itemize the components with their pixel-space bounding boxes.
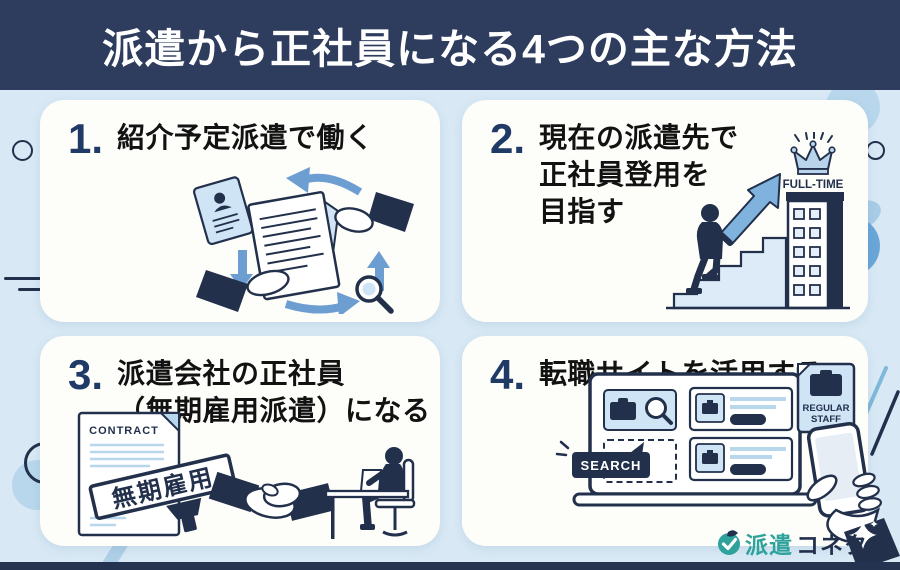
deco-line-left-1: [4, 277, 58, 280]
up-arrow-icon: [719, 173, 781, 245]
resume-card-icon: [192, 176, 254, 246]
job-listing-card-1: [688, 386, 794, 432]
hand-giving-icon: [334, 192, 414, 233]
card2-title-line1: 現在の派遣先で: [539, 122, 739, 153]
card3-title-line1: 派遣会社の正社員: [117, 358, 346, 389]
card3-illustration: CONTRACT 無期雇用: [64, 408, 416, 542]
card-method-1: 1. 紹介予定派遣で働く: [40, 100, 440, 322]
cycle-arrow-bottom-icon: [284, 292, 360, 314]
job-listing-card-2: [688, 436, 794, 482]
handshake-icon: [208, 471, 335, 521]
card2-number: 2.: [490, 115, 526, 162]
climbing-person-icon: [686, 204, 733, 294]
header-banner: 派遣から正社員になる4つの主な方法: [0, 0, 900, 90]
office-building-icon: [786, 192, 844, 310]
sparkle-icon: [848, 520, 878, 550]
logo-text-secondary: コネクト: [796, 532, 892, 558]
job-search-tile-icon: [603, 389, 677, 431]
contract-label: CONTRACT: [89, 425, 159, 437]
circle-outline-top-right: [866, 141, 885, 160]
click-ticks-icon: [555, 440, 570, 457]
regular-staff-doc-icon: REGULAR STAFF: [796, 362, 856, 434]
cycle-arrow-right-icon: [367, 251, 390, 291]
card3-heading: 3. 派遣会社の正社員 （無期雇用派遣）になる: [68, 351, 431, 430]
search-button: SEARCH: [572, 442, 650, 478]
card1-title: 紹介予定派遣で働く: [117, 120, 374, 157]
card3-number: 3.: [68, 351, 104, 398]
card2-heading: 2. 現在の派遣先で 正社員登用を 目指す: [490, 115, 739, 231]
search-label: SEARCH: [581, 458, 642, 473]
logo-text-primary: 派遣: [745, 532, 793, 558]
card-method-3: 3. 派遣会社の正社員 （無期雇用派遣）になる CONTRACT: [40, 336, 440, 546]
person-at-desk-icon: [324, 447, 416, 539]
regular-staff-label-1: REGULAR: [803, 403, 850, 414]
crown-sparkle-icon: [794, 132, 833, 143]
deco-line-left-2: [18, 288, 60, 291]
card2-illustration: FULL-TIME: [660, 132, 856, 316]
cycle-arrow-top-icon: [286, 167, 363, 196]
card2-title-line2: 正社員登用を: [539, 158, 711, 190]
card1-number: 1.: [68, 115, 104, 162]
card3-title: 派遣会社の正社員 （無期雇用派遣）になる: [117, 356, 431, 430]
card2-title-line3: 目指す: [539, 195, 625, 227]
magnifier-icon: [355, 275, 394, 314]
hand-receiving-icon: [196, 269, 290, 312]
card4-number: 4.: [490, 351, 526, 398]
bottom-accent-bar: [0, 562, 900, 570]
card4-illustration: SEARCH: [552, 360, 900, 570]
card2-title: 現在の派遣先で 正社員登用を 目指す: [539, 120, 739, 231]
card1-heading: 1. 紹介予定派遣で働く: [68, 115, 374, 162]
circle-outline-top-left: [12, 140, 33, 161]
regular-staff-label-2: STAFF: [811, 414, 841, 425]
card-method-4: 4. 転職サイトを活用する: [462, 336, 900, 570]
crown-icon: [790, 140, 836, 175]
card1-illustration: [160, 162, 422, 314]
full-time-label: FULL-TIME: [783, 179, 844, 191]
page-title: 派遣から正社員になる4つの主な方法: [102, 26, 798, 72]
card1-title-line1: 紹介予定派遣で働く: [117, 122, 374, 153]
card-method-2: 2. 現在の派遣先で 正社員登用を 目指す: [462, 100, 868, 322]
stairs-icon: [672, 236, 788, 310]
brand-logo: 派遣 コネクト: [716, 526, 892, 560]
logo-mark-icon: [716, 530, 742, 556]
